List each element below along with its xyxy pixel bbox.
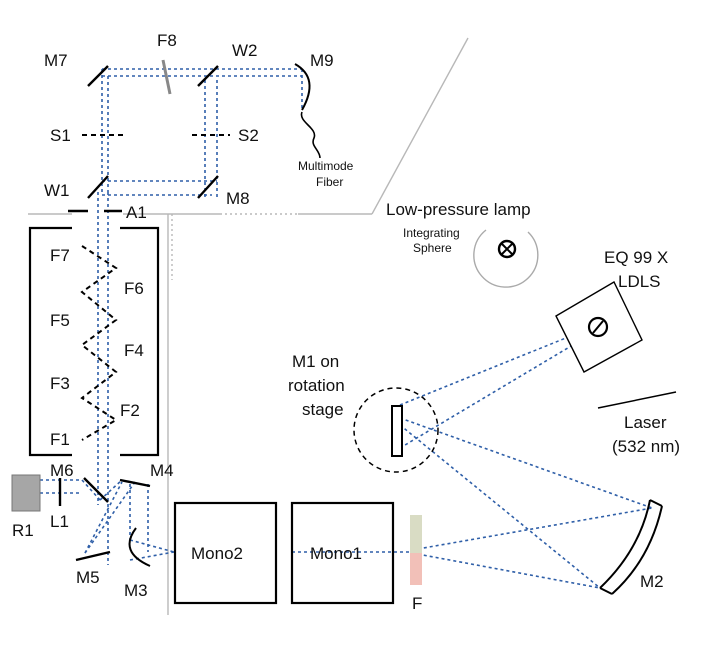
- laser-beam: [597, 391, 677, 409]
- monochromators: [173, 501, 395, 605]
- lower-optics: [11, 474, 151, 567]
- label-sphere-1: Integrating: [403, 226, 460, 240]
- filter-f8: [161, 59, 172, 95]
- mirror-m9: [294, 63, 311, 111]
- label-filter: F: [412, 594, 422, 613]
- m1-rotation-stage: [353, 387, 439, 473]
- label-r1: R1: [12, 521, 34, 540]
- window-w1: [87, 175, 109, 199]
- mirror-m6: [83, 477, 109, 503]
- label-laser-1: Laser: [624, 413, 667, 432]
- mirror-m2: [599, 499, 663, 595]
- window-w2: [197, 65, 219, 87]
- label-lamp: Low-pressure lamp: [386, 200, 531, 219]
- label-m1-2: rotation: [288, 376, 345, 395]
- label-laser-2: (532 nm): [612, 437, 680, 456]
- label-w1: W1: [44, 181, 70, 200]
- label-m7: M7: [44, 51, 68, 70]
- lamp-icon: [497, 239, 517, 259]
- label-fiber-2: Fiber: [316, 175, 343, 189]
- label-f8: F8: [157, 31, 177, 50]
- multimode-fiber: [300, 111, 321, 159]
- label-mono2: Mono2: [191, 544, 243, 563]
- label-a1: A1: [126, 203, 147, 222]
- mirror-m4: [119, 478, 151, 488]
- label-m9: M9: [310, 51, 334, 70]
- label-sphere-2: Sphere: [413, 241, 452, 255]
- mirror-m1: [391, 405, 403, 457]
- label-f1: F1: [50, 430, 70, 449]
- beam-paths: [40, 68, 653, 589]
- label-m3: M3: [124, 581, 148, 600]
- eq99x-ldls-source: [555, 281, 643, 373]
- label-mono1: Mono1: [310, 544, 362, 563]
- mono2-box: [173, 501, 278, 605]
- multipass-cell: [28, 226, 160, 457]
- label-s1: S1: [50, 126, 71, 145]
- label-f4: F4: [124, 341, 144, 360]
- label-f7: F7: [50, 246, 70, 265]
- label-m1-3: stage: [302, 400, 344, 419]
- label-m8: M8: [226, 189, 250, 208]
- label-f2: F2: [120, 401, 140, 420]
- mirror-m8: [197, 175, 219, 199]
- label-f6: F6: [124, 279, 144, 298]
- integrating-sphere: [473, 229, 539, 288]
- label-m5: M5: [76, 568, 100, 587]
- label-s2: S2: [238, 126, 259, 145]
- mirror-m5: [75, 550, 111, 562]
- mirror-m3: [128, 527, 151, 567]
- mono1-box: [290, 501, 395, 605]
- label-f5: F5: [50, 311, 70, 330]
- labels: M7 F8 W2 M9 S1 S2 Multimode Fiber W1 A1 …: [12, 31, 680, 613]
- label-l1: L1: [50, 512, 69, 531]
- mirror-m7: [87, 65, 109, 87]
- label-f3: F3: [50, 374, 70, 393]
- label-m4: M4: [150, 461, 174, 480]
- label-m2: M2: [640, 572, 664, 591]
- label-m6: M6: [50, 461, 74, 480]
- label-fiber-1: Multimode: [298, 159, 354, 173]
- label-eq-1: EQ 99 X: [604, 248, 668, 267]
- label-m1-1: M1 on: [292, 352, 339, 371]
- top-optics: [68, 59, 321, 213]
- label-w2: W2: [232, 41, 258, 60]
- filter-f: [410, 515, 422, 553]
- reference-r1: [11, 474, 41, 512]
- filter-f-lower: [410, 553, 422, 585]
- label-eq-2: LDLS: [618, 272, 661, 291]
- enclosure-walls: [28, 37, 469, 615]
